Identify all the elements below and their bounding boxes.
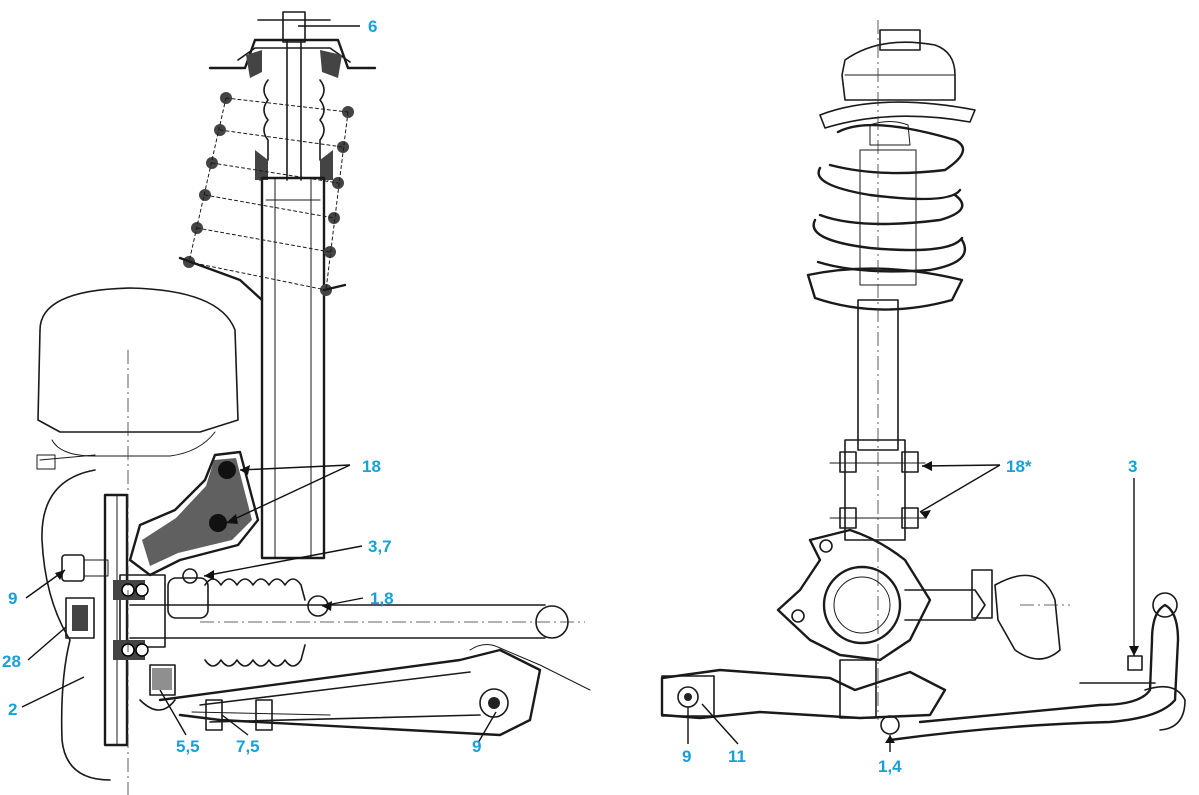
callout-1-4: 1,4: [878, 757, 902, 776]
callout-9-left-arm: 9: [472, 737, 481, 756]
right-strut-assembly: [660, 20, 1186, 742]
spring-section-left: [183, 92, 354, 296]
callout-2: 2: [8, 700, 17, 719]
callout-28: 28: [2, 652, 21, 671]
callout-5-5: 5,5: [176, 737, 200, 756]
leader-lines: [21, 25, 1139, 752]
callout-9-left-hub: 9: [8, 589, 17, 608]
callout-11: 11: [728, 747, 746, 766]
callout-3-7: 3,7: [368, 537, 392, 556]
callout-3-right: 3: [1128, 457, 1137, 476]
callout-18-left: 18: [362, 457, 381, 476]
callout-18-star: 18*: [1006, 457, 1032, 476]
callout-1-8: 1,8: [370, 589, 394, 608]
callout-6: 6: [368, 17, 377, 36]
callout-9-right: 9: [682, 747, 691, 766]
callouts: 6 18 3,7 1,8 9 28 2 5,5 7,5 9 18* 3 9 11…: [2, 17, 1137, 776]
callout-7-5: 7,5: [236, 737, 260, 756]
left-strut-section: [36, 11, 591, 795]
